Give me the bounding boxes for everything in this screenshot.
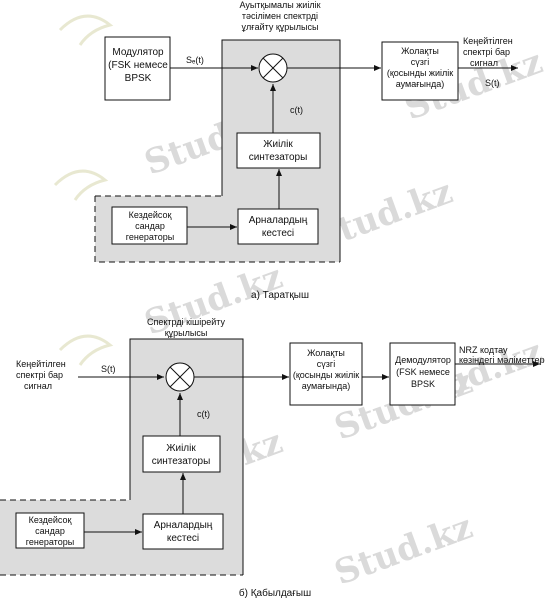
watermark-bird-icon xyxy=(58,14,114,46)
bandpass-filter-label: аумағында) xyxy=(302,381,350,391)
ct-signal-label: c(t) xyxy=(290,105,303,115)
despreading-device-border xyxy=(129,338,244,575)
st-signal-label: S(t) xyxy=(101,364,116,374)
channel-table-label: кестесі xyxy=(167,533,199,544)
output-data-label: NRZ кодтау xyxy=(459,345,508,355)
bandpass-filter-label: сүзгі xyxy=(317,359,335,369)
bandpass-filter-block xyxy=(381,41,459,101)
bandpass-filter-label: Жолақты xyxy=(307,348,345,358)
watermark-bird-icon xyxy=(53,169,109,201)
frequency-synthesizer-label: синтезаторы xyxy=(249,152,308,163)
channel-table-label: кестесі xyxy=(262,228,294,239)
modulator-label: BPSK xyxy=(125,73,152,84)
channel-table-label: Арналардың xyxy=(154,520,213,531)
despreading-device-title-line: Спектрді кішірейту xyxy=(147,317,226,327)
output-signal-label: сигнал xyxy=(470,58,498,68)
random-number-generator-label: Кездейсоқ xyxy=(29,515,72,525)
mixer-icon xyxy=(258,53,288,83)
bandpass-filter-label: (қосынды жиілік xyxy=(387,68,453,78)
sd-signal-label: Sₑ(t) xyxy=(186,55,204,65)
modulator-label: Модулятор xyxy=(112,47,164,58)
spreading-device-dashed-border xyxy=(94,195,340,263)
frequency-synthesizer-block xyxy=(236,132,321,169)
channel-table-block xyxy=(142,513,224,550)
ct-signal-label: c(t) xyxy=(197,409,210,419)
random-number-generator-label: генераторы xyxy=(126,232,174,242)
channel-table-block xyxy=(237,208,319,245)
demodulator-label: BPSK xyxy=(411,379,435,389)
transmitter-caption: а) Таратқыш xyxy=(251,290,309,301)
bandpass-filter-label: (қосынды жиілік xyxy=(293,370,359,380)
receiver-caption: б) Қабылдағыш xyxy=(239,587,311,599)
receiver-diagram: Спектрді кішірейту құрылысы Кеңейтілген … xyxy=(0,317,545,599)
random-number-generator-block xyxy=(15,512,85,549)
channel-table-label: Арналардың xyxy=(249,215,308,226)
spreading-device-title-line: тәсілімен спектрді xyxy=(242,11,318,21)
demodulator-label: Демодулятор xyxy=(395,355,451,365)
despreading-device-title-line: құрылысы xyxy=(165,328,208,338)
random-number-generator-label: сандар xyxy=(35,526,65,536)
spreading-device-title-line: Ауытқымалы жиілік xyxy=(239,0,320,10)
mixer-icon xyxy=(165,362,195,392)
bandpass-filter-block xyxy=(289,342,363,406)
input-signal-label: сигнал xyxy=(24,381,52,391)
output-signal-label: Кеңейтілген xyxy=(463,36,513,46)
bandpass-filter-label: сүзгі xyxy=(411,57,429,67)
demodulator-label: (FSK немесе xyxy=(396,367,450,377)
output-data-label: көзіндегі мәліметтер xyxy=(459,355,545,365)
despreading-device-dashed-border xyxy=(0,499,243,576)
modulator-label: (FSK немесе xyxy=(108,60,168,71)
input-signal-label: Кеңейтілген xyxy=(16,359,66,369)
st-signal-label: S(t) xyxy=(485,78,500,88)
bandpass-filter-label: Жолақты xyxy=(401,46,439,56)
frequency-synthesizer-label: Жиілік xyxy=(166,443,196,454)
output-signal-label: спектрі бар xyxy=(463,47,510,57)
spreading-device-title-line: ұлғайту құрылысы xyxy=(242,22,319,32)
frequency-synthesizer-label: Жиілік xyxy=(263,139,293,150)
frequency-synthesizer-block xyxy=(142,435,221,473)
random-number-generator-block xyxy=(111,206,188,245)
transmitter-diagram: Ауытқымалы жиілік тәсілімен спектрді ұлғ… xyxy=(94,0,518,301)
spreading-device-border xyxy=(221,39,341,262)
random-number-generator-label: Кездейсоқ xyxy=(129,210,172,220)
random-number-generator-label: сандар xyxy=(135,221,165,231)
demodulator-block xyxy=(389,342,456,406)
watermark-bird-icon xyxy=(58,334,114,366)
random-number-generator-label: генераторы xyxy=(26,537,74,547)
watermark-text: Stud.kz xyxy=(329,507,477,594)
bandpass-filter-label: аумағында) xyxy=(396,79,444,89)
frequency-synthesizer-label: синтезаторы xyxy=(152,456,211,467)
input-signal-label: спектрі бар xyxy=(16,370,63,380)
modulator-block xyxy=(104,36,171,101)
